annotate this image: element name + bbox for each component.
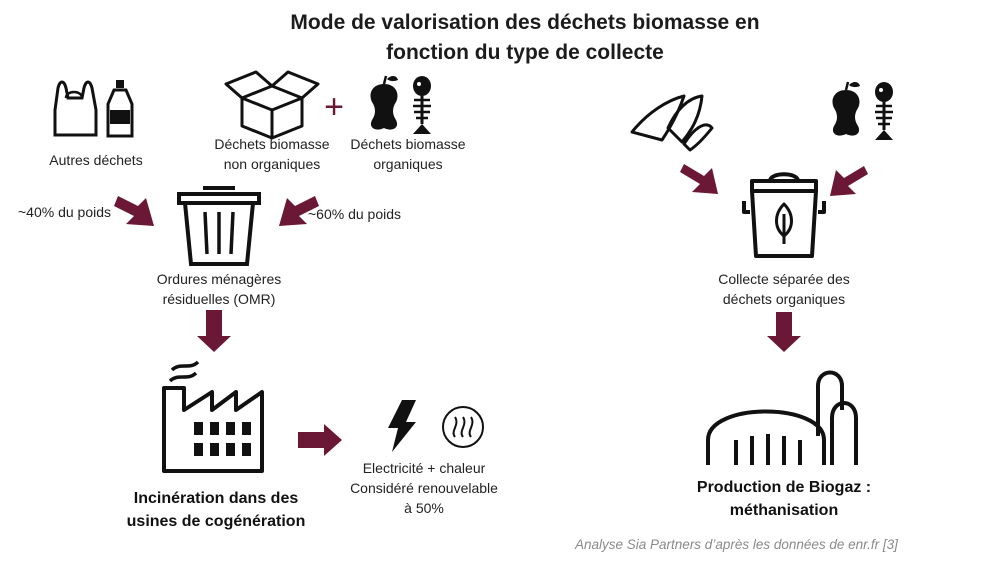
plastic-bag-icon [53, 80, 98, 137]
label-organic-biomass: Déchets biomasse organiques [350, 134, 465, 174]
label-separate-collection: Collecte séparée des déchets organiques [718, 269, 850, 309]
lightning-icon [388, 400, 416, 452]
arrow-biomass-to-bin [279, 196, 319, 226]
heat-icon [442, 406, 484, 448]
organic-bin-icon [742, 172, 826, 258]
arrow-collect-to-biogas [767, 312, 801, 352]
cardboard-box-icon [224, 70, 320, 140]
arrows [114, 164, 868, 456]
plus-sign: + [324, 88, 344, 126]
label-energy: Electricité + chaleur Considéré renouvel… [350, 458, 498, 518]
label-share-biomass: ~60% du poids [308, 206, 402, 222]
label-inorganic-biomass: Déchets biomasse non organiques [214, 134, 329, 174]
label-omr: Ordures ménagères résiduelles (OMR) [157, 269, 282, 309]
page-title: Mode de valorisation des déchets biomass… [290, 8, 759, 68]
factory-icon [162, 360, 264, 473]
fish-bone-icon [411, 74, 433, 136]
apple-core-icon [369, 74, 400, 131]
fish-bone-icon-right [873, 80, 895, 142]
label-share-other: ~40% du poids [18, 204, 112, 220]
label-organic-line-1: Déchets biomasse [350, 136, 466, 152]
label-energy-line-3: à 50% [404, 500, 444, 516]
label-incineration: Incinération dans des usines de cogénéra… [127, 487, 306, 533]
banana-peel-icon [630, 94, 714, 152]
arrow-organic-to-bin [830, 166, 868, 196]
label-omr-line-2: résiduelles (OMR) [162, 291, 276, 307]
label-energy-line-1: Electricité + chaleur [362, 460, 486, 476]
trash-can-icon [177, 186, 261, 266]
label-incineration-line-2: usines de cogénération [126, 513, 306, 530]
arrow-peel-to-bin [680, 164, 718, 194]
label-energy-line-2: Considéré renouvelable [350, 480, 498, 496]
arrow-factory-to-energy [298, 424, 342, 456]
label-separate-line-2: déchets organiques [722, 291, 846, 307]
label-organic-line-2: organiques [373, 156, 443, 172]
label-separate-line-1: Collecte séparée des [718, 271, 850, 287]
label-biogas: Production de Biogaz : méthanisation [697, 476, 871, 522]
label-incineration-line-1: Incinération dans des [133, 490, 299, 507]
arrow-other-to-bin [114, 196, 154, 226]
label-biogas-line-1: Production de Biogaz : [696, 479, 872, 496]
source-credit: Analyse Sia Partners d’après les données… [575, 537, 898, 552]
bottle-icon [106, 80, 134, 138]
label-biogas-line-2: méthanisation [729, 502, 839, 519]
label-other-waste: Autres déchets [49, 152, 143, 168]
label-inorganic-line-1: Déchets biomasse [214, 136, 330, 152]
arrow-omr-to-factory [197, 310, 231, 352]
title-line-2: fonction du type de collecte [386, 41, 664, 64]
title-line-1: Mode de valorisation des déchets biomass… [290, 11, 760, 34]
biogas-plant-icon [706, 370, 858, 465]
apple-core-icon-right [831, 80, 862, 137]
label-omr-line-1: Ordures ménagères [156, 271, 282, 287]
label-inorganic-line-2: non organiques [223, 156, 321, 172]
